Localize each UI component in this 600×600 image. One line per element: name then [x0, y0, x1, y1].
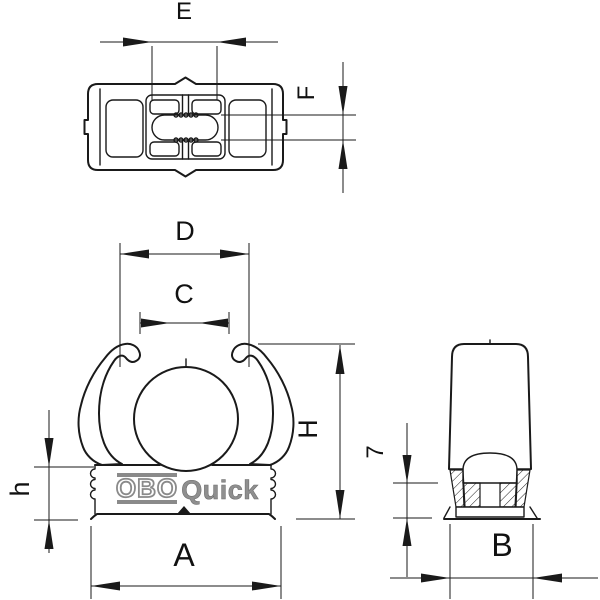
pipe-circle	[133, 366, 239, 472]
dim-C-arrow-left	[141, 318, 170, 328]
top-view-slot-bl	[149, 141, 180, 157]
dim-label-7: 7	[362, 445, 389, 458]
dim-h-extension-lines	[34, 466, 94, 521]
dim-D-arrow-right	[220, 249, 249, 259]
side-base-feet	[443, 506, 538, 519]
side-base-plate	[455, 506, 525, 518]
dimension-A: A	[90, 526, 282, 599]
clamp-arm-left	[77, 342, 141, 466]
dimension-H: H	[258, 343, 355, 520]
dim-H-arrow-top	[335, 345, 345, 374]
dimension-B: B	[390, 524, 598, 599]
dimension-C: C	[139, 279, 230, 334]
hatch-left-wedge	[462, 482, 481, 508]
top-view-slot-br	[191, 141, 222, 157]
dim-D-arrow-left	[120, 249, 149, 259]
dim-label-F: F	[293, 86, 320, 101]
base-left-serration	[89, 464, 96, 515]
top-view	[83, 76, 288, 178]
base-bottom-edge	[90, 513, 276, 520]
base-center-notch	[177, 506, 191, 514]
emboss-brand-text: OBO	[116, 473, 178, 503]
dimension-E: E	[100, 0, 278, 100]
top-view-center-channel	[181, 94, 190, 160]
dim-A-arrow-left	[91, 581, 120, 591]
dim-F-extension-lines	[221, 114, 356, 141]
dim-H-arrow-bottom	[335, 490, 345, 519]
dim-B-arrow-left	[421, 573, 450, 583]
dimension-D: D	[119, 216, 250, 367]
dimension-7: 7	[362, 423, 438, 577]
top-view-slot-tl	[149, 99, 180, 115]
dim-7-arrow-bottom	[402, 518, 412, 546]
top-view-left-pocket	[105, 99, 144, 158]
dim-label-D: D	[175, 216, 195, 246]
top-view-knurl-marks	[173, 112, 199, 143]
dimension-h: h	[5, 410, 94, 553]
top-view-center-frame	[145, 94, 226, 160]
dim-label-H: H	[293, 419, 323, 439]
dim-label-E: E	[176, 0, 192, 25]
dim-H-extension-lines	[258, 343, 355, 520]
obo-logo-bottom-bar	[117, 500, 177, 504]
front-view: OBO Quick	[77, 342, 295, 520]
dim-h-arrow-bottom	[44, 520, 54, 549]
dim-label-B: B	[491, 527, 512, 563]
dimension-F: F	[221, 62, 356, 193]
side-arch	[462, 452, 518, 484]
top-view-oblong-hole	[151, 114, 219, 141]
dim-A-extension-lines	[90, 526, 282, 599]
obo-logo-top-bar	[117, 473, 177, 477]
base-right-serration	[270, 464, 277, 515]
clamp-arm-right	[231, 342, 295, 466]
dim-h-arrow-top	[44, 438, 54, 467]
dim-E-arrow-right	[217, 37, 246, 47]
dim-label-C: C	[174, 279, 194, 309]
emboss-model-text: Quick	[181, 475, 259, 505]
dim-C-arrow-right	[199, 318, 228, 328]
dim-B-arrow-right	[533, 573, 562, 583]
top-view-end-seams	[99, 88, 273, 166]
dim-B-extension-lines	[449, 524, 534, 599]
top-view-outer-body	[83, 76, 288, 178]
side-body	[448, 343, 532, 470]
dim-E-arrow-left	[123, 37, 152, 47]
dim-label-A: A	[173, 537, 195, 573]
top-view-right-pocket	[228, 99, 267, 158]
side-view	[443, 339, 541, 520]
hatch-right-wedge	[499, 482, 518, 508]
dim-E-extension-lines	[151, 46, 218, 100]
dim-F-arrow-bottom	[338, 140, 348, 169]
top-view-slot-tr	[191, 99, 222, 115]
dim-7-arrow-top	[402, 455, 412, 483]
dim-D-extension-lines	[119, 243, 250, 367]
dim-label-h: h	[5, 481, 35, 496]
dim-7-extension-lines	[393, 482, 438, 519]
emboss-logo: OBO Quick	[115, 472, 259, 505]
dim-F-arrow-top	[338, 86, 348, 115]
dim-A-arrow-right	[252, 581, 281, 591]
